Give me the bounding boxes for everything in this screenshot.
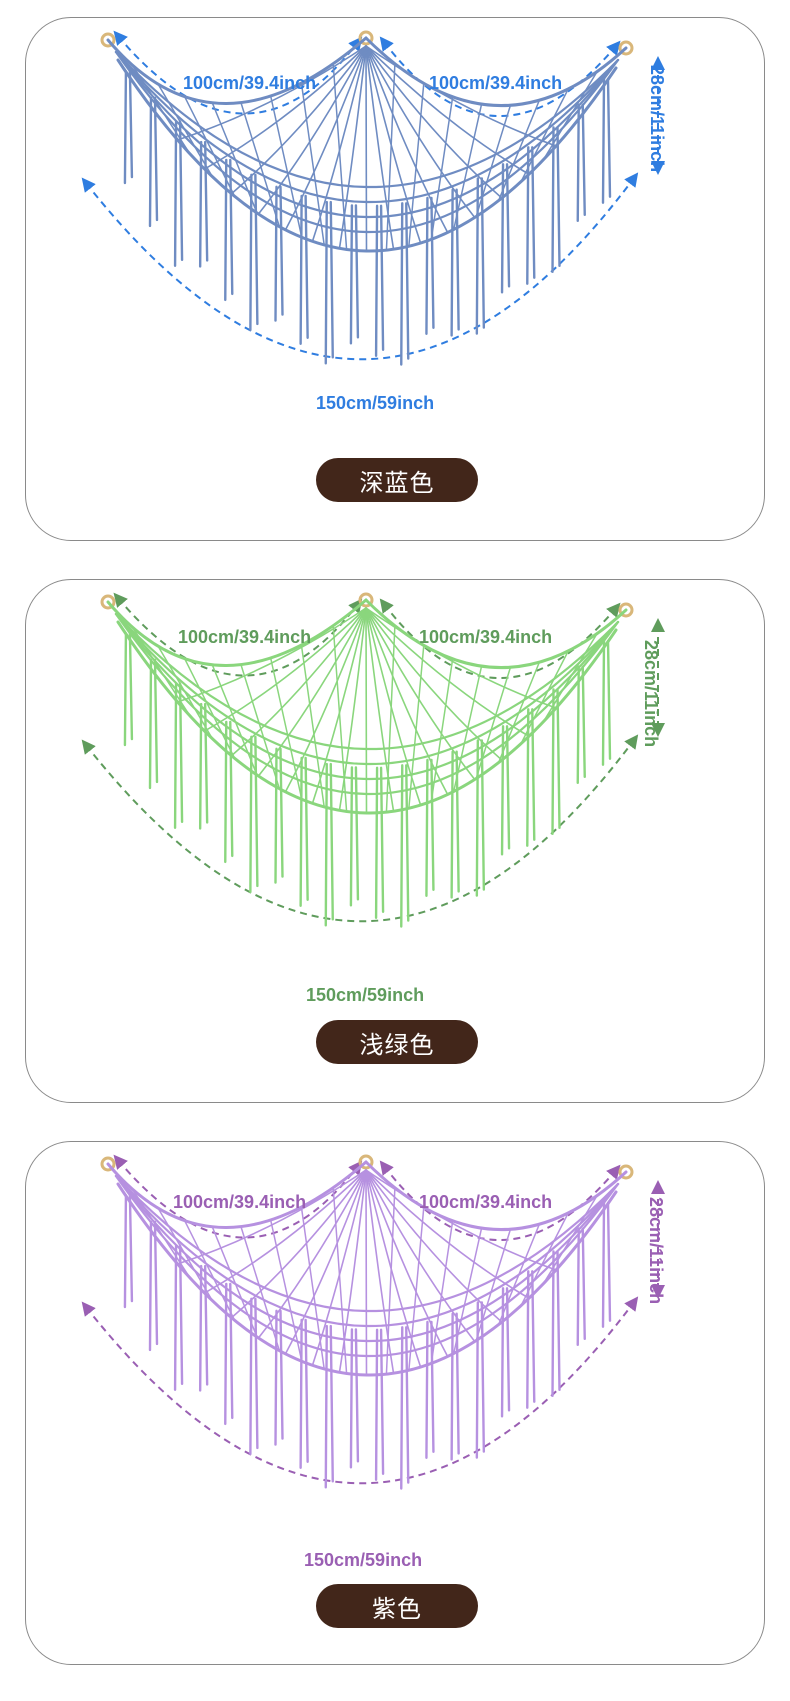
top-right-dimension: 100cm/39.4inch [419, 627, 553, 647]
height-dimension: 28cm/11inch [646, 1197, 666, 1305]
top-right-dimension: 100cm/39.4inch [429, 73, 563, 93]
top-left-dimension: 100cm/39.4inch [178, 627, 312, 647]
width-dimension: 150cm/59inch [304, 1550, 423, 1570]
product-card-purple: 100cm/39.4inch 100cm/39.4inch 28cm/11inc… [25, 1141, 765, 1665]
product-card-green: 100cm/39.4inch 100cm/39.4inch 28cm/11inc… [25, 579, 765, 1103]
hammock-illustration [81, 30, 665, 366]
width-dimension: 150cm/59inch [306, 985, 425, 1005]
top-left-dimension: 100cm/39.4inch [183, 73, 317, 93]
height-dimension: 28cm/11inch [641, 640, 661, 748]
hammock-illustration [81, 1154, 665, 1490]
hammock-illustration [81, 592, 665, 928]
top-left-dimension: 100cm/39.4inch [173, 1192, 307, 1212]
product-card-navy: 100cm/39.4inch 100cm/39.4inch 28cm/11inc… [25, 17, 765, 541]
height-dimension: 28cm/11inch [647, 65, 667, 173]
color-name-badge: 深蓝色 [316, 458, 478, 502]
color-name-badge: 浅绿色 [316, 1020, 478, 1064]
top-right-dimension: 100cm/39.4inch [419, 1192, 553, 1212]
color-name-badge: 紫色 [316, 1584, 478, 1628]
width-dimension: 150cm/59inch [316, 393, 435, 413]
